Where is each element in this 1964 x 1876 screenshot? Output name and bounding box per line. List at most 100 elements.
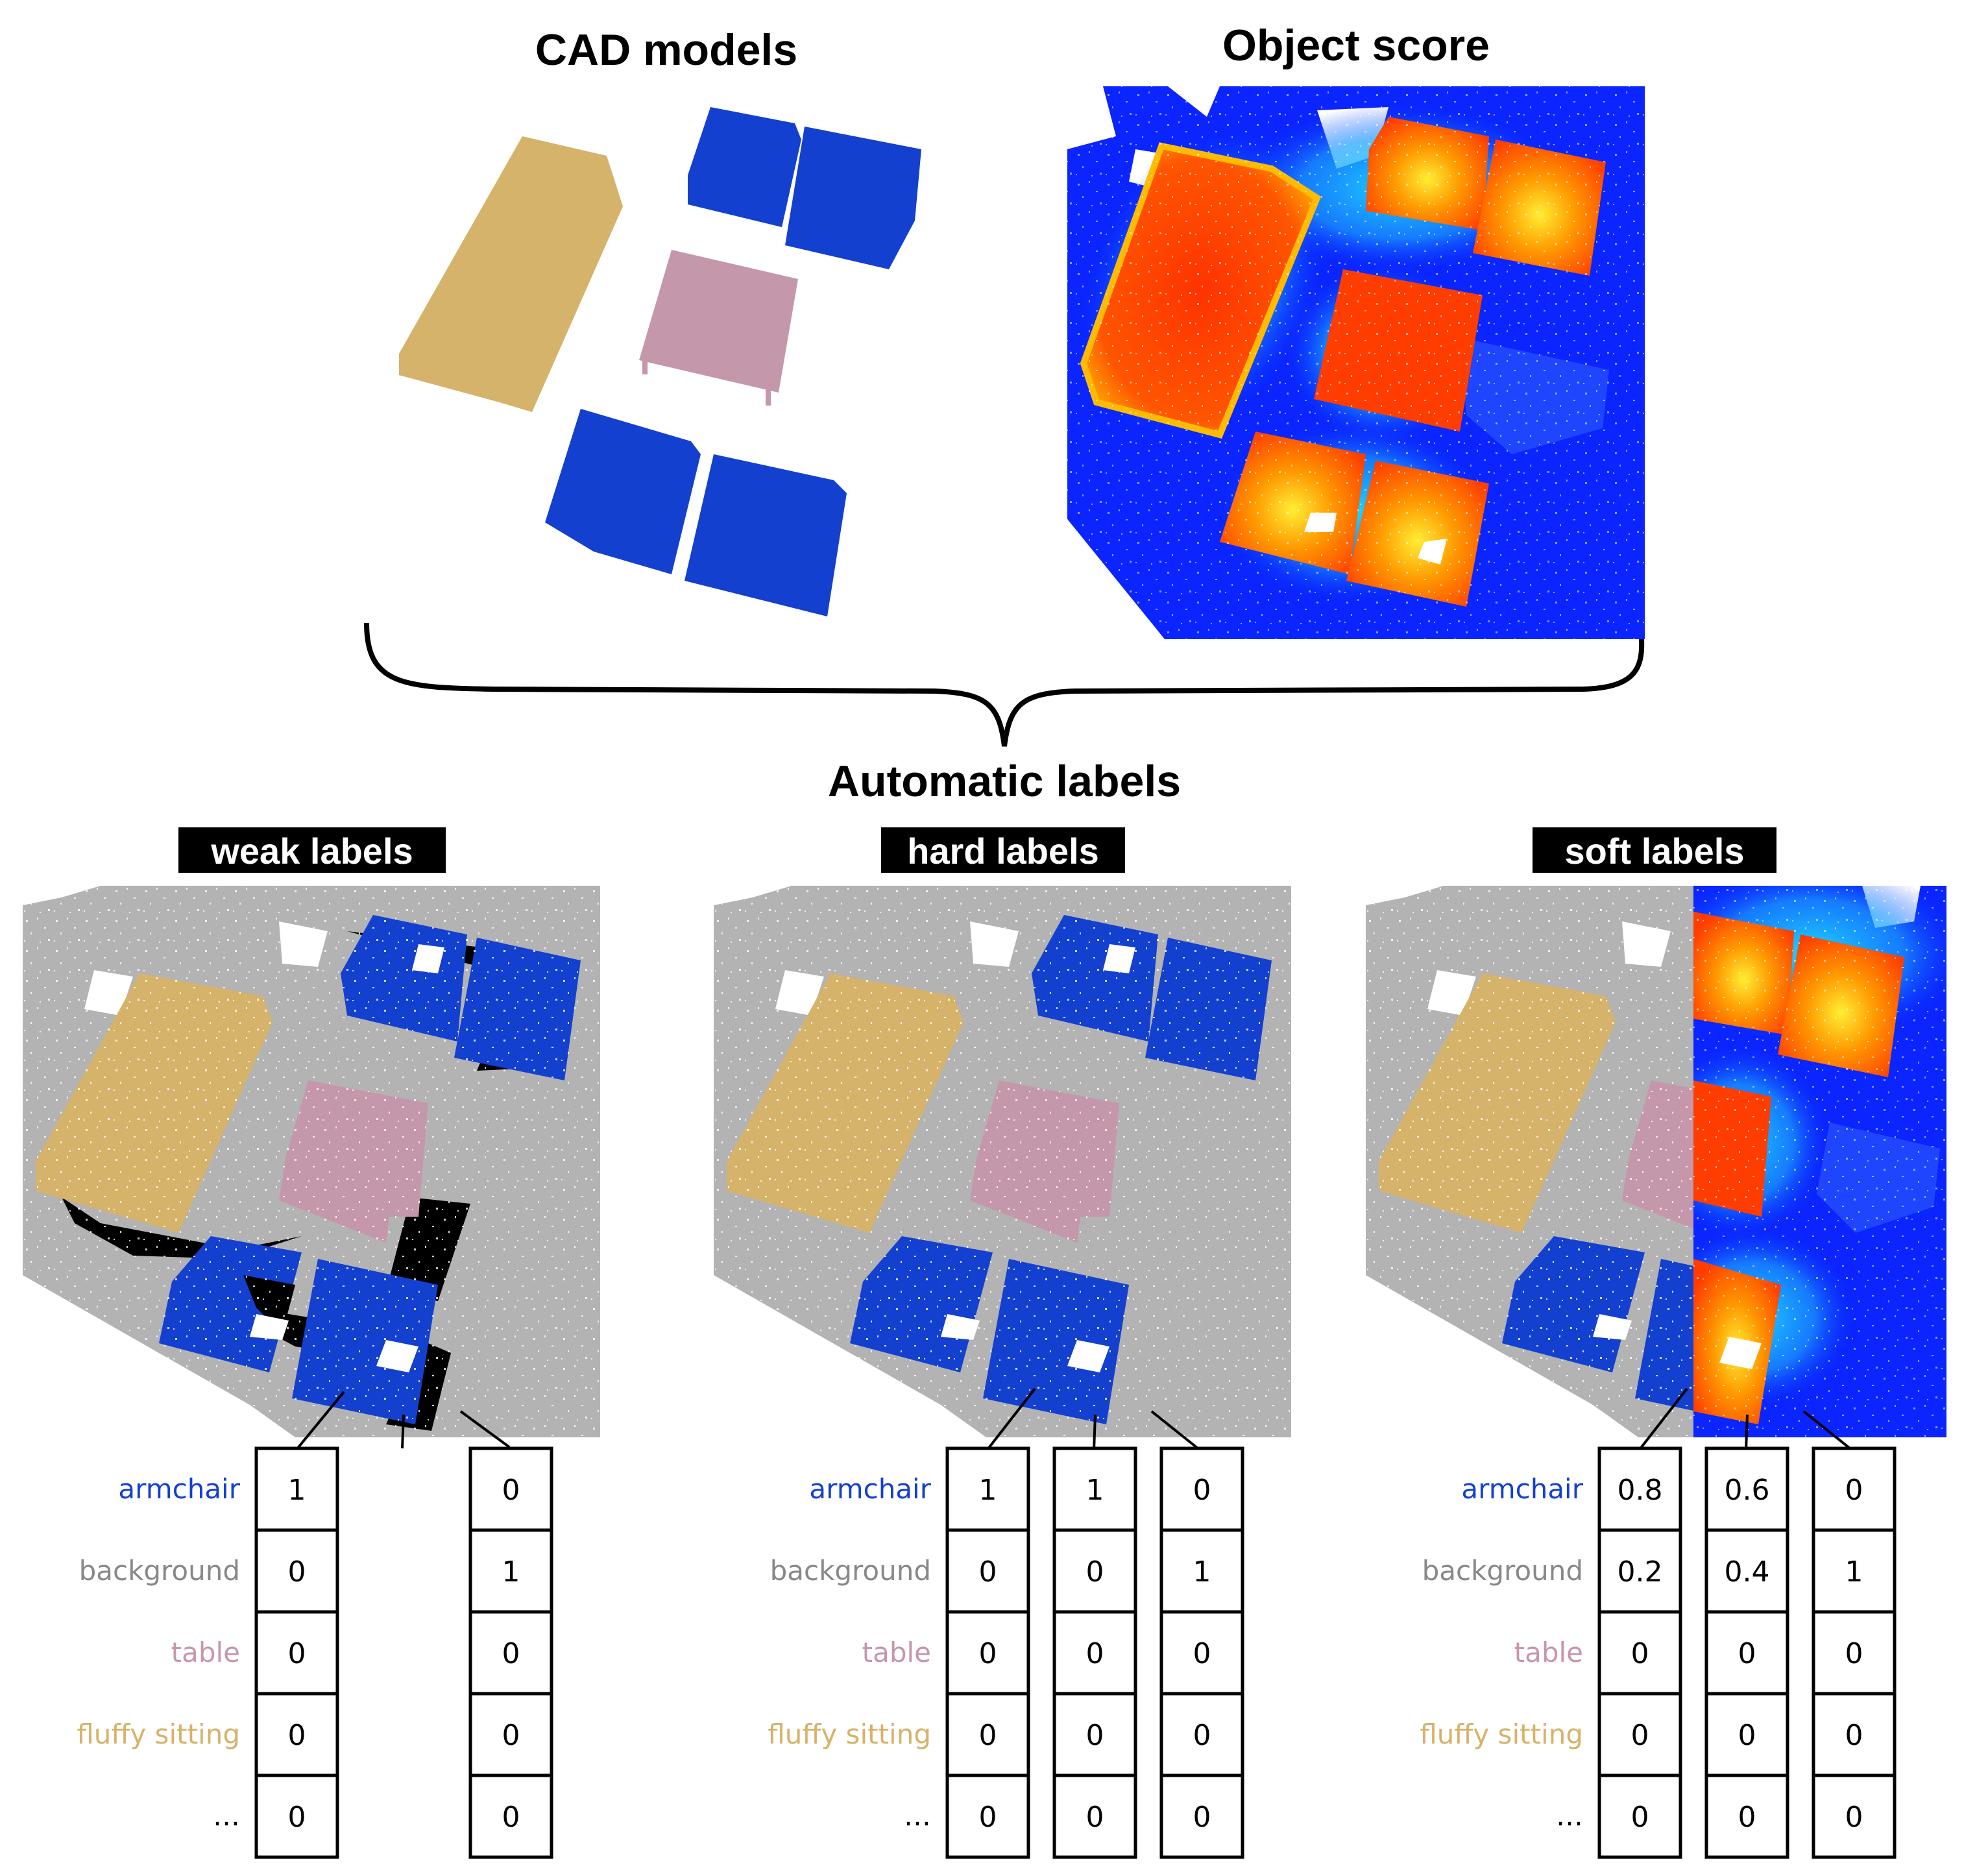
cad-sofa (399, 136, 623, 412)
label-tables: armchair background table fluffy sitting … 1 0… (77, 1446, 1897, 1859)
weak-cell-0-0 (254, 1446, 339, 1532)
hard-labels-tag: hard labels (881, 827, 1125, 873)
soft-cell-value-0-3: 0 (1631, 1719, 1649, 1752)
hard-label-table: armchair background table fluffy sitting … 1 0… (768, 1446, 1244, 1859)
hard-class-label-4: … (904, 1800, 931, 1832)
hard-cell-0-4 (945, 1773, 1030, 1859)
weak-labels-pointcloud (23, 886, 600, 1437)
cad-armchair-top-right (785, 127, 921, 269)
soft-cell-value-1-1: 0.4 (1725, 1555, 1770, 1589)
soft-class-label-3: fluffy sitting (1420, 1718, 1583, 1750)
soft-cell-value-1-4: 0 (1738, 1801, 1756, 1834)
hard-cell-value-2-1: 1 (1193, 1555, 1211, 1589)
soft-cell-value-0-4: 0 (1631, 1801, 1649, 1834)
weak-cell-value-0-0: 1 (288, 1474, 306, 1507)
soft-cell-0-0 (1597, 1446, 1682, 1532)
hard-cell-2-2 (1159, 1610, 1244, 1696)
hard-cell-value-1-2: 0 (1086, 1637, 1104, 1670)
hard-cell-0-3 (945, 1692, 1030, 1777)
weak-cell-2-0 (468, 1446, 553, 1532)
cad-models-title: CAD models (535, 25, 797, 75)
weak-cell-value-2-4: 0 (502, 1801, 520, 1834)
soft-cell-2-1 (1812, 1528, 1897, 1614)
weak-cell-0-4 (254, 1773, 339, 1859)
weak-cell-value-0-3: 0 (288, 1719, 306, 1752)
hard-cell-1-2 (1052, 1610, 1137, 1696)
soft-labels-heatmap-overlay (1693, 886, 1946, 1437)
cad-models-illustration (399, 107, 921, 616)
soft-class-label-2: table (1514, 1637, 1583, 1668)
hard-cell-1-1 (1052, 1528, 1137, 1614)
weak-cell-2-1 (468, 1528, 553, 1614)
hard-cell-2-4 (1159, 1773, 1244, 1859)
hard-cell-2-0 (1159, 1446, 1244, 1532)
hard-cell-1-0 (1052, 1446, 1137, 1532)
object-score-heatmap (1067, 86, 1645, 639)
hard-cell-value-2-3: 0 (1193, 1719, 1211, 1752)
soft-cell-value-0-2: 0 (1631, 1637, 1649, 1670)
hard-cell-value-1-0: 1 (1086, 1474, 1104, 1507)
soft-cell-value-2-1: 1 (1845, 1555, 1863, 1589)
soft-class-label-0: armchair (1461, 1473, 1583, 1505)
soft-cell-2-4 (1812, 1773, 1897, 1859)
soft-cell-value-1-2: 0 (1738, 1637, 1756, 1670)
object-score-title: Object score (1222, 21, 1490, 70)
hard-cell-value-2-2: 0 (1193, 1637, 1211, 1670)
soft-cell-0-2 (1597, 1610, 1682, 1696)
soft-class-label-1: background (1422, 1555, 1583, 1587)
weak-cell-2-4 (468, 1773, 553, 1859)
soft-cell-value-1-0: 0.6 (1725, 1474, 1770, 1507)
hard-class-label-2: table (862, 1637, 931, 1668)
hard-class-label-0: armchair (809, 1473, 931, 1505)
weak-class-label-1: background (79, 1555, 240, 1587)
hard-cell-2-1 (1159, 1528, 1244, 1614)
cad-armchair-bottom-left (545, 409, 701, 574)
weak-class-label-2: table (171, 1637, 240, 1668)
connector-lines (295, 1387, 1854, 1452)
weak-class-label-3: fluffy sitting (77, 1718, 240, 1750)
hard-cell-1-4 (1052, 1773, 1137, 1859)
soft-cell-0-4 (1597, 1773, 1682, 1859)
soft-labels-pointcloud (1366, 886, 1946, 1437)
weak-cell-value-2-0: 0 (502, 1474, 520, 1507)
weak-cell-value-0-1: 0 (288, 1555, 306, 1589)
soft-cell-2-2 (1812, 1610, 1897, 1696)
cad-armchair-bottom-right (685, 454, 847, 616)
automatic-labels-title: Automatic labels (828, 757, 1181, 806)
svg-text:hard labels: hard labels (907, 831, 1099, 871)
hard-cell-value-1-1: 0 (1086, 1555, 1104, 1589)
hard-cell-1-3 (1052, 1692, 1137, 1777)
weak-cell-0-1 (254, 1528, 339, 1614)
hard-cell-value-0-0: 1 (979, 1474, 997, 1507)
soft-cell-1-2 (1704, 1610, 1789, 1696)
soft-class-label-4: … (1556, 1800, 1583, 1832)
weak-cell-value-2-3: 0 (502, 1719, 520, 1752)
hard-class-label-3: fluffy sitting (768, 1718, 931, 1750)
hard-cell-0-2 (945, 1610, 1030, 1696)
hard-cell-value-0-2: 0 (979, 1637, 997, 1670)
soft-cell-value-0-0: 0.8 (1618, 1474, 1663, 1507)
soft-cell-2-0 (1812, 1446, 1897, 1532)
soft-cell-1-0 (1704, 1446, 1789, 1532)
hard-labels-pointcloud (714, 886, 1291, 1437)
weak-cell-value-0-4: 0 (288, 1801, 306, 1834)
soft-labels-tag: soft labels (1533, 827, 1776, 873)
hard-cell-value-0-1: 0 (979, 1555, 997, 1589)
soft-cell-value-2-3: 0 (1845, 1719, 1863, 1752)
hard-class-label-1: background (770, 1555, 931, 1587)
soft-cell-value-2-2: 0 (1845, 1637, 1863, 1670)
soft-cell-0-3 (1597, 1692, 1682, 1777)
soft-cell-value-1-3: 0 (1738, 1719, 1756, 1752)
weak-cell-0-3 (254, 1692, 339, 1777)
soft-cell-1-4 (1704, 1773, 1789, 1859)
soft-cell-value-2-4: 0 (1845, 1801, 1863, 1834)
hard-cell-value-1-3: 0 (1086, 1719, 1104, 1752)
cad-table (639, 250, 798, 393)
weak-class-label-4: … (213, 1800, 240, 1832)
soft-cell-value-2-0: 0 (1845, 1474, 1863, 1507)
weak-labels-tag: weak labels (178, 827, 446, 873)
hard-cell-value-0-4: 0 (979, 1801, 997, 1834)
hard-cell-value-2-0: 0 (1193, 1474, 1211, 1507)
